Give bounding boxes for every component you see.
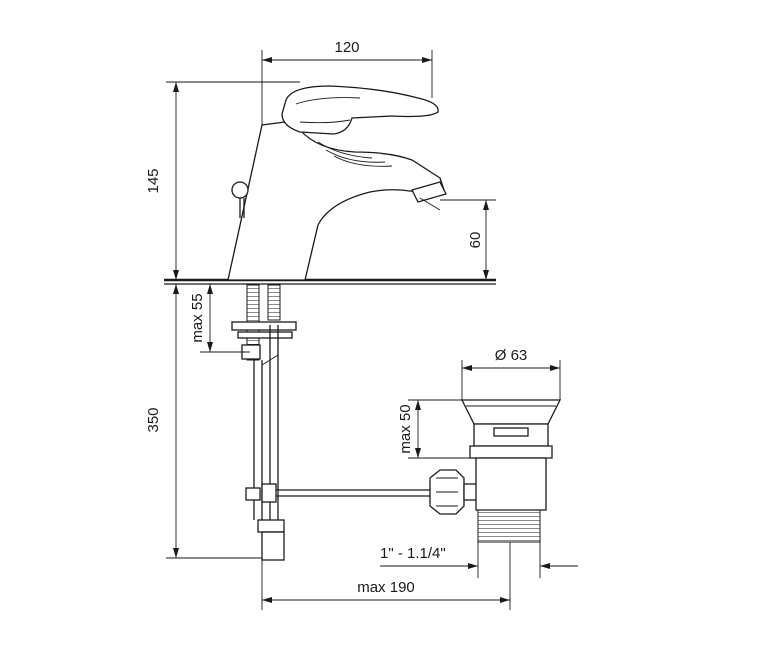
dim-width-120: 120 <box>261 39 433 125</box>
dim-thread: 1" - 1.1/4" <box>380 542 578 578</box>
label-60: 60 <box>467 232 484 249</box>
label-diameter-63: Ø 63 <box>495 347 528 364</box>
label-max-190: max 190 <box>357 579 415 596</box>
label-120: 120 <box>334 39 359 56</box>
dim-length-350: 350 <box>145 284 262 559</box>
label-145: 145 <box>145 168 162 193</box>
dim-max-190: max 190 <box>261 542 511 610</box>
popup-rod <box>276 469 481 515</box>
dim-diameter-63: Ø 63 <box>461 347 561 400</box>
label-max-55: max 55 <box>189 293 206 342</box>
dim-height-145: 145 <box>145 81 300 280</box>
label-350: 350 <box>145 407 162 432</box>
label-thread: 1" - 1.1/4" <box>380 545 446 562</box>
dim-max-50: max 50 <box>397 399 470 459</box>
dim-max-55: max 55 <box>189 284 250 353</box>
label-max-50: max 50 <box>397 404 414 453</box>
dim-height-60: 60 <box>440 199 496 280</box>
drain-assembly <box>460 399 562 543</box>
faucet-body <box>227 85 447 281</box>
shank-assembly <box>231 284 297 561</box>
